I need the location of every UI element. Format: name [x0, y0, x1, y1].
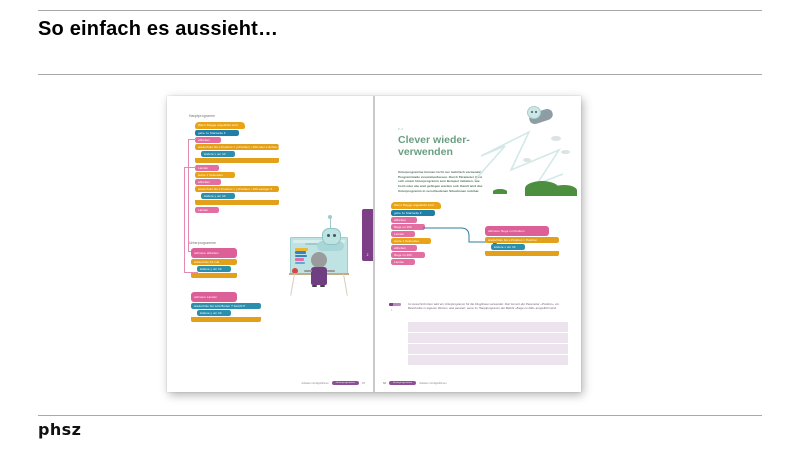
book-section-title: Clever wieder- verwenden [398, 134, 470, 159]
person-body-icon [311, 267, 327, 285]
robot-flying-icon [525, 104, 555, 126]
block-aendere-y-2: ändere y um 10 [201, 193, 235, 199]
block-define-abheben: definiere abheben [191, 248, 237, 258]
block-aendere-y-sub2: ändere y um 10 [197, 310, 231, 316]
rp-block-landen-2: Landen [391, 259, 415, 265]
block-c-foot-sub1 [191, 273, 237, 278]
block-wiederhole-bis-2: wiederhole bis x-Position = y-Position •… [195, 186, 279, 192]
connector-h-4 [184, 272, 198, 273]
block-aendere-x-1: ändere x um 10 [201, 151, 235, 157]
task-marker-icon [389, 303, 401, 306]
chapter-edge-tab: 2 [362, 209, 373, 261]
footer-badge-left: Unterprogramme [331, 381, 360, 385]
header-rule-bottom [38, 74, 762, 75]
block-c-foot-sub2 [191, 317, 261, 322]
section-label-hauptprogramm: Hauptprogramm [189, 114, 215, 118]
book-footer-left: Arbeiten mit Algorithmen Unterprogramme … [302, 381, 365, 385]
book-footer-right: 68 Unterprogramme Arbeiten mit Algorithm… [383, 381, 446, 385]
connector-line-landen [184, 167, 185, 272]
flight-path-zigzag-icon [474, 130, 564, 186]
header-rule-top [38, 10, 762, 11]
book-page-left: Hauptprogramm Wenn Flagge angeklickt wir… [167, 96, 373, 392]
book-page-right: 6.4 Clever wieder- verwenden Unterprogra… [375, 96, 581, 392]
section-number: 6.4 [398, 127, 404, 131]
rp-block-wiederhole-bis: wiederhole bis x-Position = Position [485, 237, 559, 243]
block-c-foot-1 [195, 158, 279, 163]
rp-block-c-foot [485, 251, 559, 256]
rp-block-fliege-zu-100: fliege zu 100 [391, 224, 425, 230]
block-wiederhole-bis-boden: wiederhole bis wird Boden ? berührt? [191, 303, 261, 309]
footer-chapter-left: Arbeiten mit Algorithmen [301, 381, 329, 385]
connector-h-1 [188, 139, 196, 140]
section-label-unterprogramme: Unterprogramme [189, 241, 217, 245]
phsz-logo: phsz [38, 420, 82, 439]
book-section-body: Unterprogramme können nicht nur mehrfach… [398, 170, 484, 193]
rp-block-goto: gehe zu Startseite ▾ [391, 210, 435, 216]
task-text: Im Ausschnitt oben wird ein Unterprogram… [408, 302, 560, 311]
block-landen-1: Landen [195, 165, 219, 171]
rp-block-abheben-1: abheben [391, 217, 417, 223]
rp-block-define-fliege-zu: definiere fliege zu Position [485, 226, 549, 236]
robot-body-icon [317, 241, 344, 251]
edge-tab-label: 2 [366, 252, 369, 257]
block-landen-2: Landen [195, 207, 219, 213]
apple-icon [292, 268, 298, 274]
book-spread-image: Hauptprogramm Wenn Flagge angeklickt wir… [167, 96, 581, 392]
block-goto: gehe zu Startseite ▾ [195, 130, 239, 136]
book-gutter [373, 96, 375, 392]
page-title: So einfach es aussieht… [38, 18, 279, 40]
block-wiederhole-bis-1: wiederhole bis x-Position = y-Position •… [195, 144, 279, 150]
footer-badge-right: Unterprogramme [388, 381, 417, 385]
rp-block-abheben-2: abheben [391, 245, 417, 251]
block-c-foot-2 [195, 200, 279, 205]
footer-chapter-right: Arbeiten mit Algorithmen [419, 381, 447, 385]
block-hat-when-flag-clicked: Wenn Flagge angeklickt wird [195, 122, 245, 129]
block-aendere-y-sub1: ändere y um 10 [197, 266, 231, 272]
footer-page-left: 67 [362, 381, 365, 385]
connector-line-abheben [188, 139, 189, 251]
robot-head-icon [322, 228, 341, 245]
person-head-icon [311, 252, 327, 268]
task-number: 1 [391, 309, 393, 312]
block-define-landen: definiere Landen [191, 292, 237, 302]
block-abheben-1: abheben [195, 137, 221, 143]
block-wiederhole-10-mal: wiederhole 10 mal [191, 259, 237, 265]
rp-block-warte: warte 1 Sekunden [391, 238, 431, 244]
rp-block-landen-1: Landen [391, 231, 415, 237]
answer-writing-area [408, 322, 568, 365]
rp-block-fliege-zu-200: fliege zu 200 [391, 252, 425, 258]
rp-block-aendere-x: ändere x um 10 [491, 244, 525, 250]
connector-h-3 [184, 167, 196, 168]
block-warte: warte 1 Sekunden [195, 172, 235, 178]
robot-antenna-icon [328, 215, 333, 228]
footer-page-right: 68 [383, 381, 386, 385]
block-abheben-2: abheben [195, 179, 221, 185]
footer-rule [38, 415, 762, 416]
rp-block-hat: Wenn Flagge angeklickt wird [391, 202, 441, 209]
